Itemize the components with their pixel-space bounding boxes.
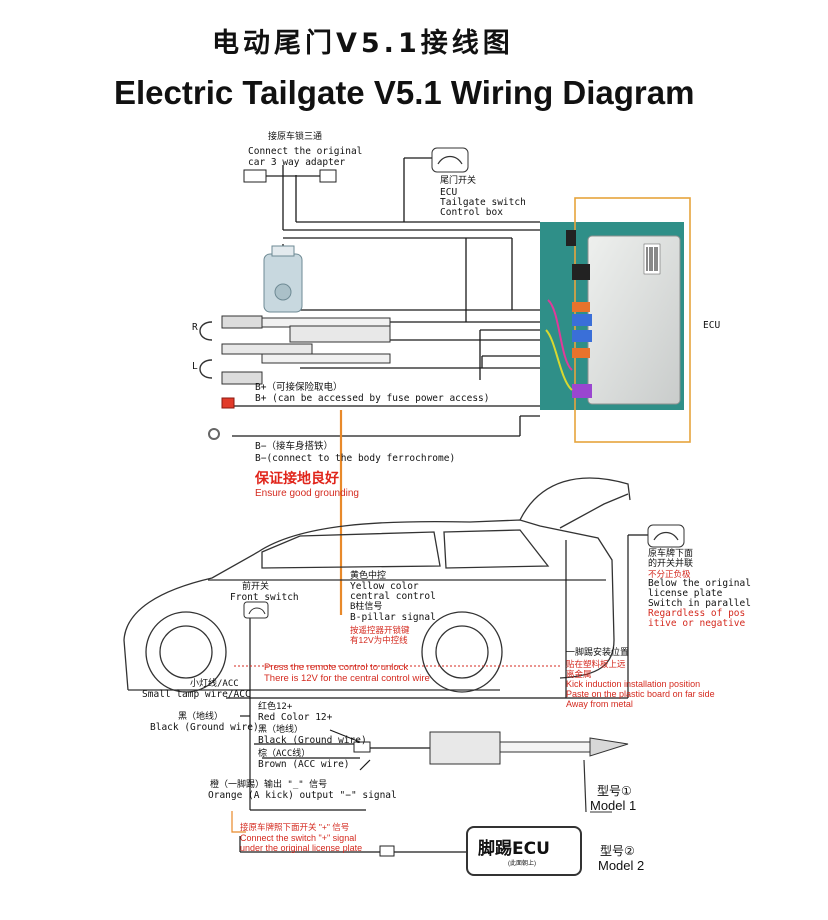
switch-box-label-3: Control box: [440, 207, 503, 218]
license-label-cn1: 原车牌下面: [648, 549, 694, 559]
switch-box-label-1: ECU: [440, 187, 458, 198]
bplus-label-en: B+ (can be accessed by fuse power access…: [255, 393, 490, 404]
kick-label-cn3: 离金属: [566, 669, 592, 679]
strut-right: [199, 315, 391, 343]
kick-ecu-subtitle: (此面朝上): [508, 861, 536, 867]
press-label-en1: Press the remote control to unlock: [264, 662, 409, 673]
kick-label-cn2: 贴在塑料板上远: [566, 659, 626, 669]
license-label-en4: Regardless of pos: [648, 608, 746, 619]
license-label-cn3: 不分正负极: [648, 569, 691, 579]
vehicle-outline: [123, 477, 631, 693]
small-lamp-label-en: Small lamp wire/ACC: [142, 689, 251, 700]
car-rear-icon: [434, 150, 464, 170]
kick-ecu-box: [466, 826, 582, 876]
front-switch-label-cn: 前开关: [242, 582, 270, 592]
license-label-en5: itive or negative: [648, 618, 746, 629]
bminus-label-en: B−(connect to the body ferrochrome): [255, 453, 456, 464]
plate-label-en2: under the original license plate: [240, 843, 363, 853]
central-label-en2: central control: [350, 591, 436, 602]
model1-label-en: Model 1: [590, 798, 637, 813]
strut-left: [199, 343, 391, 385]
model1-label-cn: 型号①: [597, 784, 632, 798]
license-label-en1: Below the original: [648, 578, 751, 589]
fuse-icon: [221, 397, 235, 409]
license-label-en2: license plate: [648, 588, 723, 599]
license-label-en3: Switch in parallel: [648, 598, 751, 609]
brown-label-cn: 棕（ACC线）: [258, 749, 311, 759]
adapter-label-en1: Connect the original: [248, 146, 363, 157]
tailgate-lock: [263, 245, 303, 313]
ecu-label: ECU: [703, 320, 721, 331]
red12-label-en: Red Color 12+: [258, 712, 333, 723]
remote-label-cn1: 按遥控器开锁键: [350, 625, 410, 635]
model2-label-en: Model 2: [598, 858, 645, 873]
license-label-cn2: 的开关并联: [648, 559, 694, 569]
press-label-en2: There is 12V for the central control wir…: [264, 673, 430, 684]
upper-wires: [232, 157, 540, 437]
ground-ring-icon: [208, 428, 220, 440]
model1-kick-sensor: [429, 731, 629, 813]
switch-box-label-2: Tailgate switch: [440, 197, 526, 208]
title-chinese: 电动尾门V5.1接线图: [212, 28, 514, 59]
model2-label-cn: 型号②: [600, 844, 635, 858]
black-ground-label-cn: 黑（地线）: [178, 712, 224, 722]
front-switch-glyph: [248, 607, 266, 615]
plate-label-cn: 接原车牌照下面开关 "+" 信号: [240, 822, 350, 832]
orange-label-en: Orange (A kick) output "−" signal: [208, 790, 397, 801]
central-label-cn: 黄色中控: [350, 571, 387, 581]
kick-label-en2: Paste on the plastic board on far side: [566, 689, 715, 699]
kick-label-en3: Away from metal: [566, 699, 633, 709]
remote-label-cn2: 有12V为中控线: [350, 635, 408, 645]
strut-left-label: L: [192, 361, 198, 372]
bpillar-label-en: B-pillar signal: [350, 612, 436, 623]
switch-box-label-cn: 尾门开关: [440, 176, 477, 186]
central-label-en1: Yellow color: [350, 581, 419, 592]
kick-ecu-title: 脚踢ECU: [478, 839, 550, 859]
adapter-label-en2: car 3 way adapter: [248, 157, 346, 168]
orange-label-cn: 橙（一脚踢）输出 "_" 信号: [210, 780, 328, 790]
kick-label-cn1: 一脚踢安装位置: [566, 648, 630, 658]
bpillar-label-cn: B柱信号: [350, 602, 383, 612]
bplus-label-cn: B+（可接保险取电）: [255, 382, 343, 393]
black2-label-en: Black (Ground wire): [258, 735, 367, 746]
title-english: Electric Tailgate V5.1 Wiring Diagram: [114, 74, 695, 111]
adapter-label-cn: 接原车锁三通: [268, 132, 323, 142]
small-lamp-label-cn: 小灯线/ACC: [190, 679, 239, 689]
strut-right-label: R: [192, 322, 198, 333]
front-switch-label-en: Front switch: [230, 592, 299, 603]
three-way-adapter: [243, 169, 337, 183]
ground-warning-cn: 保证接地良好: [255, 470, 339, 486]
ecu-module: [540, 197, 691, 443]
bminus-label-cn: B−（接车身搭铁）: [255, 441, 333, 452]
ground-warning-en: Ensure good grounding: [255, 488, 359, 499]
plate-label-en1: Connect the switch "+" signal: [240, 833, 357, 843]
lower-wires: [226, 534, 648, 811]
black2-label-cn: 黑（地线）: [258, 725, 304, 735]
red12-label-cn: 红色12+: [258, 702, 293, 712]
kick-label-en1: Kick induction installation position: [566, 679, 701, 689]
black-ground-label-en: Black (Ground wire): [150, 722, 259, 733]
brown-label-en: Brown (ACC wire): [258, 759, 350, 770]
